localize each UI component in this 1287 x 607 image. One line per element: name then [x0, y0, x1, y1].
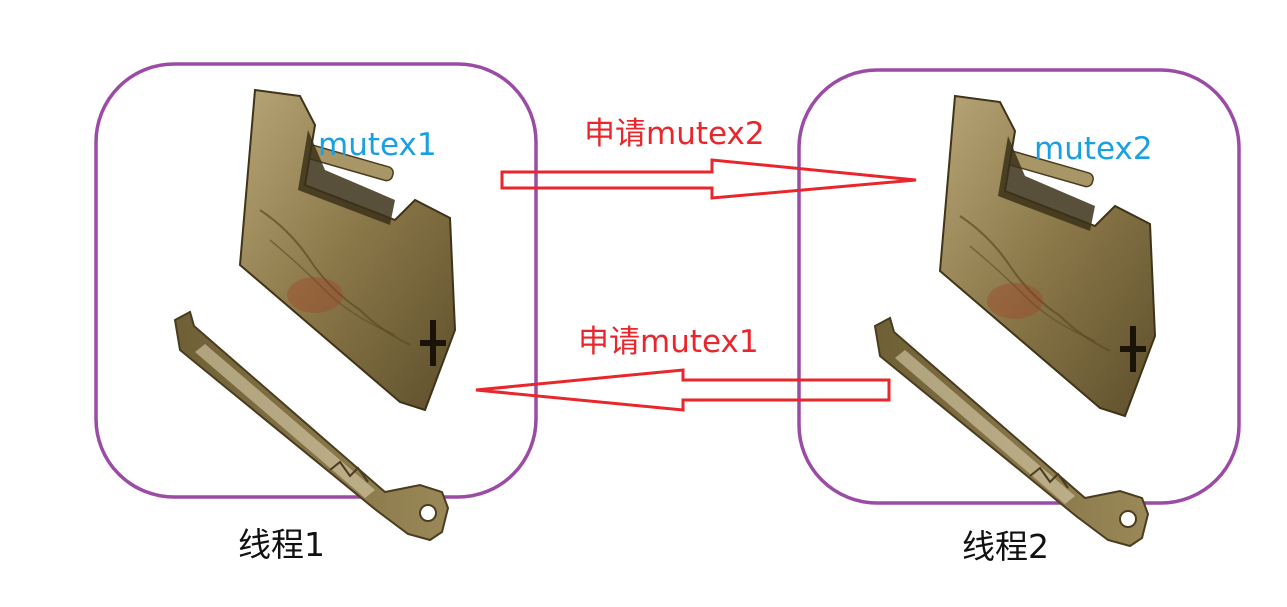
mutex2-label: mutex2: [1034, 131, 1153, 167]
request-mutex2-label: 申请mutex2: [584, 116, 765, 152]
thread1-group: mutex1 线程1: [94, 62, 538, 564]
thread2-group: mutex2 线程2: [797, 68, 1241, 566]
thread1-box: [94, 62, 538, 499]
request-mutex1-label: 申请mutex1: [578, 324, 759, 360]
thread2-label: 线程2: [962, 527, 1049, 566]
thread1-label: 线程1: [238, 525, 325, 564]
request-mutex2-arrow: 申请mutex2: [500, 116, 917, 200]
request-mutex1-arrow: 申请mutex1: [475, 324, 891, 412]
mutex1-label: mutex1: [318, 127, 437, 163]
thread2-box: [797, 68, 1241, 505]
